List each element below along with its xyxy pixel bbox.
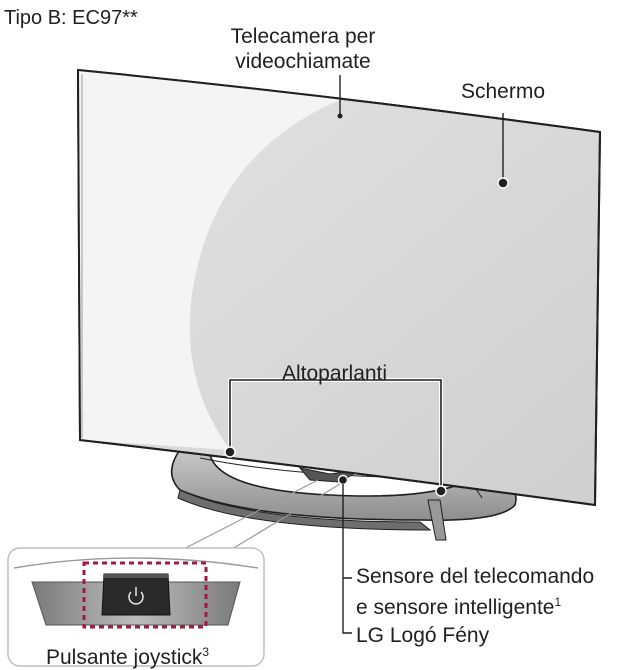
sensor-pointer xyxy=(342,484,352,634)
tv-screen xyxy=(76,68,602,507)
screen-label: Schermo xyxy=(461,80,546,103)
camera-label: Telecamera per videochiamate xyxy=(200,24,406,74)
speakers-label: Altoparlanti xyxy=(282,362,388,385)
joystick-highlight xyxy=(82,561,208,629)
sensor-footnote: 1 xyxy=(554,595,562,609)
joystick-footnote: 3 xyxy=(202,645,210,659)
camera-dot xyxy=(337,113,343,119)
camera-label-line1: Telecamera per xyxy=(230,25,376,48)
power-icon xyxy=(128,587,144,605)
model-title: Tipo B: EC97** xyxy=(4,7,138,29)
logo-light-label: LG Logó Fény xyxy=(356,624,490,647)
sensor-label-line1: Sensore del telecomando xyxy=(356,565,595,588)
speaker-left-dot xyxy=(224,446,236,458)
joystick-label-text: Pulsante joystick xyxy=(46,646,203,669)
sensor-dot xyxy=(337,474,349,486)
sensor-label-line2: e sensore intelligente1 xyxy=(356,590,561,620)
sensor-label-text: e sensore intelligente xyxy=(356,596,555,619)
speaker-right-dot xyxy=(435,485,447,497)
screen-dot xyxy=(497,177,509,189)
camera-label-line2: videochiamate xyxy=(235,50,371,73)
joystick-inset xyxy=(7,547,265,667)
joystick-label: Pulsante joystick3 xyxy=(46,640,209,670)
